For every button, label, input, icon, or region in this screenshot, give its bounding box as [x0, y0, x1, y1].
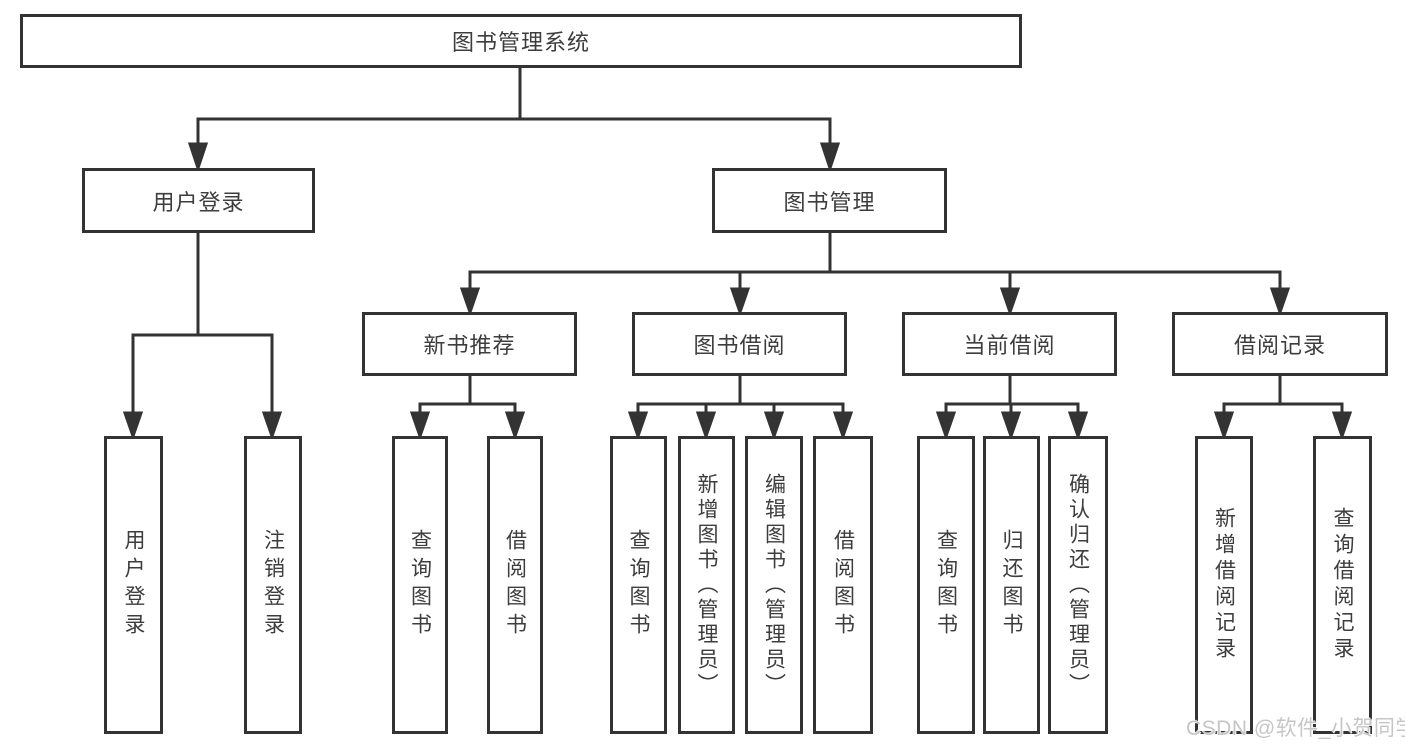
node-label: 借阅图书 — [831, 529, 855, 641]
node-label: 用户登录 — [152, 189, 245, 215]
leaf-add-book-admin: 新增图书（管理员） — [678, 436, 735, 734]
node-label: 查询图书 — [408, 529, 432, 641]
node-label: 借阅记录 — [1233, 333, 1326, 358]
leaf-query-books-1: 查询图书 — [392, 436, 448, 734]
node-label: 查询图书 — [627, 529, 650, 641]
node-user-login: 用户登录 — [82, 168, 315, 233]
csdn-watermark: CSDN @软件_小贺同学 — [1186, 717, 1405, 740]
leaf-logout: 注销登录 — [244, 436, 302, 734]
node-current-borrowing: 当前借阅 — [902, 312, 1117, 376]
leaf-query-books-2: 查询图书 — [610, 436, 667, 734]
node-label: 图书管理 — [783, 189, 876, 215]
arrowhead — [187, 142, 209, 173]
edge-borrowing-records-to-leaves — [1213, 376, 1353, 441]
leaf-add-borrow-record: 新增借阅记录 — [1195, 436, 1253, 734]
edge-book-borrowing-to-leaves — [627, 376, 854, 441]
leaf-edit-book-admin: 编辑图书（管理员） — [745, 436, 803, 734]
node-label: 图书借阅 — [693, 333, 786, 358]
leaf-confirm-return-admin: 确认归还（管理员） — [1048, 436, 1108, 734]
node-label: 查询图书 — [934, 529, 958, 641]
node-label: 注销登录 — [261, 529, 285, 641]
arrowhead — [819, 142, 841, 173]
node-label: 当前借阅 — [963, 333, 1056, 358]
edge-book-management-to-level3 — [459, 233, 1291, 317]
edge-current-borrowing-to-leaves — [935, 376, 1089, 441]
node-book-management: 图书管理 — [712, 168, 947, 233]
leaf-user-login: 用户登录 — [104, 436, 163, 734]
node-label: 新增借阅记录 — [1212, 507, 1236, 663]
node-label: 编辑图书（管理员） — [762, 472, 786, 698]
node-label: 用户登录 — [122, 529, 145, 641]
node-label: 归还图书 — [1000, 529, 1023, 641]
node-borrowing-records: 借阅记录 — [1172, 312, 1388, 376]
node-label: 确认归还（管理员） — [1066, 472, 1090, 698]
leaf-query-books-3: 查询图书 — [917, 436, 975, 734]
leaf-borrow-books-2: 借阅图书 — [813, 436, 873, 734]
node-book-borrowing: 图书借阅 — [632, 312, 847, 376]
node-root: 图书管理系统 — [20, 14, 1022, 68]
node-label: 新书推荐 — [423, 333, 516, 358]
leaf-query-borrow-record: 查询借阅记录 — [1313, 436, 1372, 734]
node-label: 查询借阅记录 — [1331, 507, 1354, 663]
node-label: 图书管理系统 — [451, 30, 590, 55]
leaf-return-book: 归还图书 — [983, 436, 1040, 734]
leaf-borrow-books-1: 借阅图书 — [487, 436, 543, 734]
node-label: 借阅图书 — [503, 529, 527, 641]
node-label: 新增图书（管理员） — [695, 472, 718, 698]
node-new-book-recommend: 新书推荐 — [362, 312, 577, 376]
edge-new-book-recommend-to-leaves — [409, 376, 526, 441]
edge-user-login-to-leaves — [122, 233, 283, 441]
edge-root-to-level2 — [187, 68, 841, 173]
